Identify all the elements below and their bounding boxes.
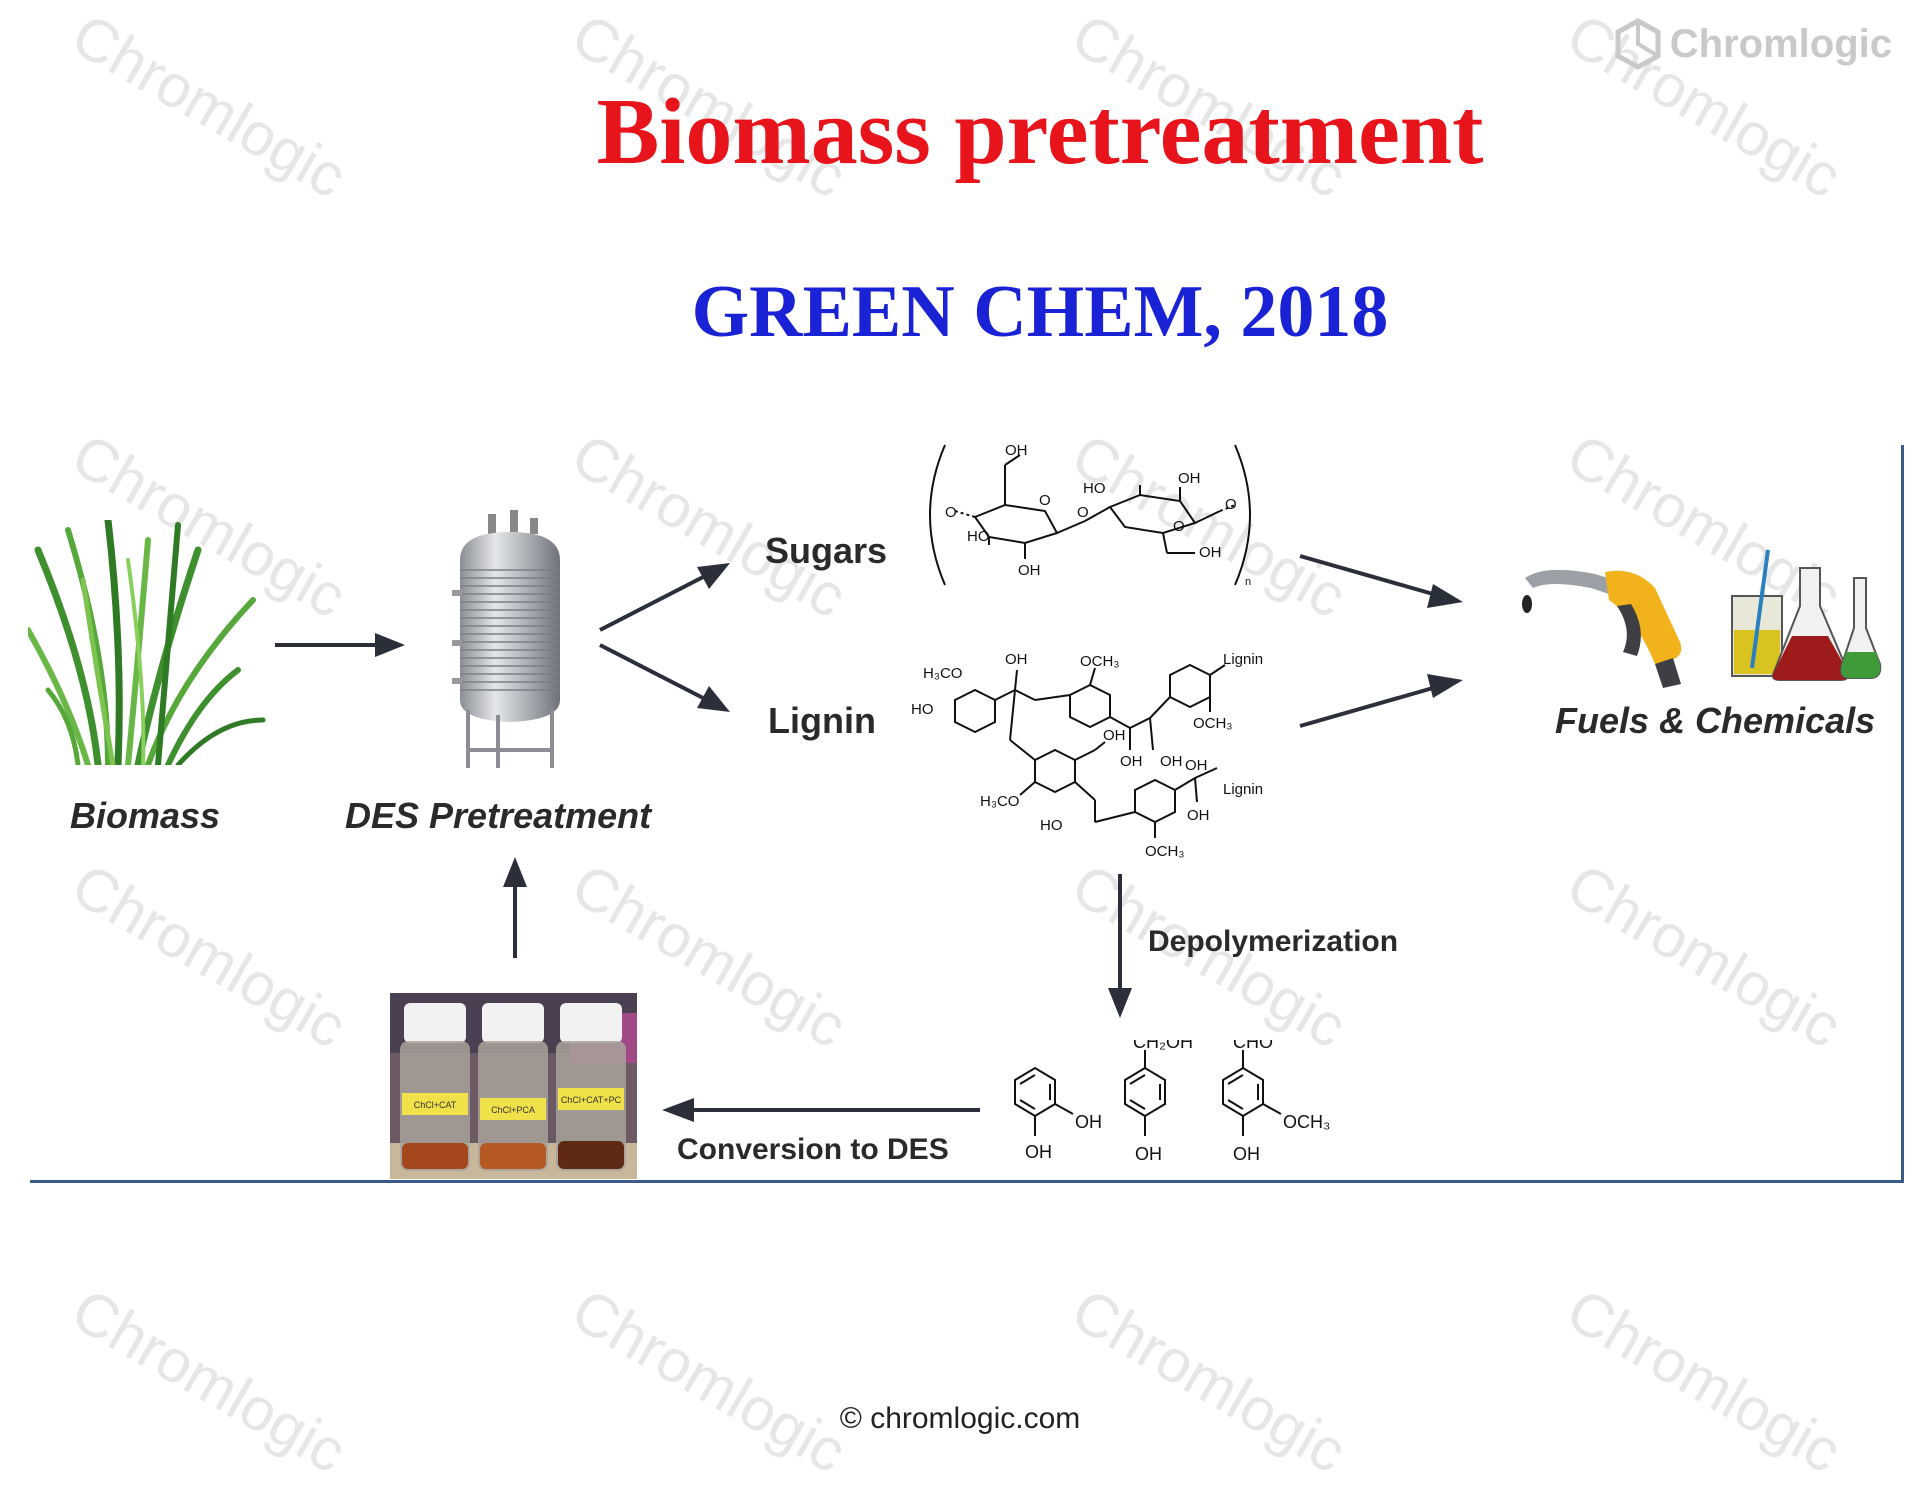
chem-label: HO xyxy=(1040,817,1063,834)
arrow-right-icon xyxy=(275,633,405,657)
des-pretreatment-label: DES Pretreatment xyxy=(345,795,652,836)
watermark: Chromlogic xyxy=(1556,1275,1853,1486)
chem-label: Lignin xyxy=(1223,651,1263,668)
vials-photo: ChCl+CAT ChCl+PCA ChCl+CAT+PC xyxy=(390,993,637,1179)
lab-flasks-icon xyxy=(1731,549,1882,681)
chem-label: OH xyxy=(1120,753,1143,770)
chem-label: Lignin xyxy=(1223,781,1263,798)
page-title: Biomass pretreatment xyxy=(596,80,1484,184)
chem-label: O xyxy=(945,504,957,521)
chem-label: OH xyxy=(1005,442,1028,459)
chem-label: OH xyxy=(1233,1144,1260,1164)
hexagon-logo-icon xyxy=(1615,18,1661,70)
chem-label: CH₂OH xyxy=(1133,1040,1193,1052)
chem-label: H₃CO xyxy=(923,665,962,682)
footer-copyright: © chromlogic.com xyxy=(839,1402,1081,1435)
chem-label: O xyxy=(1225,496,1237,513)
chem-label: OCH₃ xyxy=(1193,715,1232,732)
chem-label: OCH₃ xyxy=(1283,1112,1330,1132)
watermark: Chromlogic xyxy=(1061,1275,1358,1486)
arrow-up-icon xyxy=(503,857,527,958)
branch-arrows-icon xyxy=(599,563,730,712)
chem-label: H₃CO xyxy=(980,793,1019,810)
cellulose-structure: OH HO OH HO OH OH O O O O O n xyxy=(929,442,1251,588)
lignin-structure: H₃CO HO OH OCH₃ Lignin OCH₃ OH OH OH H₃C… xyxy=(911,651,1263,860)
fuel-nozzle-icon xyxy=(1522,569,1682,688)
converging-arrows-icon xyxy=(1299,554,1463,728)
brand-logo: Chromlogic xyxy=(1614,18,1892,70)
chem-label: HO xyxy=(1083,480,1106,497)
chem-label: O xyxy=(1039,492,1051,509)
chem-label: O xyxy=(1173,518,1185,535)
arrow-down-icon xyxy=(1108,874,1132,1018)
vials-illustration: ChCl+CAT ChCl+PCA ChCl+CAT+PC xyxy=(390,993,637,1179)
arrow-left-icon xyxy=(662,1098,980,1122)
chem-label: HO xyxy=(967,528,990,545)
chem-label: OH xyxy=(1185,757,1208,774)
watermark: Chromlogic xyxy=(61,1275,358,1486)
depolymerization-label: Depolymerization xyxy=(1148,925,1399,958)
biomass-label: Biomass xyxy=(70,795,221,836)
chem-label: OH xyxy=(1005,651,1028,668)
reactor-icon xyxy=(452,510,560,768)
fuels-chemicals-label: Fuels & Chemicals xyxy=(1555,700,1876,741)
chem-label: OCH₃ xyxy=(1145,843,1184,860)
chem-label: OH xyxy=(1103,727,1126,744)
logo-text: Chromlogic xyxy=(1669,21,1892,66)
vial-label: ChCl+CAT xyxy=(414,1100,457,1110)
chem-label: CHO xyxy=(1233,1040,1273,1052)
chem-label: OH xyxy=(1187,807,1210,824)
sugars-label: Sugars xyxy=(765,530,888,571)
vial-label: ChCl+PCA xyxy=(491,1105,535,1115)
page-subtitle: GREEN CHEM, 2018 xyxy=(691,271,1389,353)
chem-label: HO xyxy=(911,701,934,718)
chem-label: O xyxy=(1077,504,1089,521)
chem-label: OH xyxy=(1160,753,1183,770)
chem-label: OCH₃ xyxy=(1080,653,1119,670)
vial-label: ChCl+CAT+PC xyxy=(561,1095,622,1105)
chem-label: OH xyxy=(1018,562,1041,579)
grass-icon xyxy=(28,520,266,765)
chem-label: n xyxy=(1245,576,1251,588)
watermark: Chromlogic xyxy=(561,1275,858,1486)
chem-label: OH xyxy=(1178,470,1201,487)
chem-label: OH xyxy=(1199,544,1222,561)
chem-label: OH xyxy=(1075,1112,1102,1132)
chem-label: OH xyxy=(1025,1142,1052,1162)
diagram-frame xyxy=(30,445,1904,1183)
conversion-label: Conversion to DES xyxy=(677,1133,949,1166)
monomer-structures: OH OH CH₂OH OH CHO OCH₃ OH xyxy=(1014,1040,1330,1164)
chem-label: OH xyxy=(1135,1144,1162,1164)
lignin-label: Lignin xyxy=(768,700,876,741)
